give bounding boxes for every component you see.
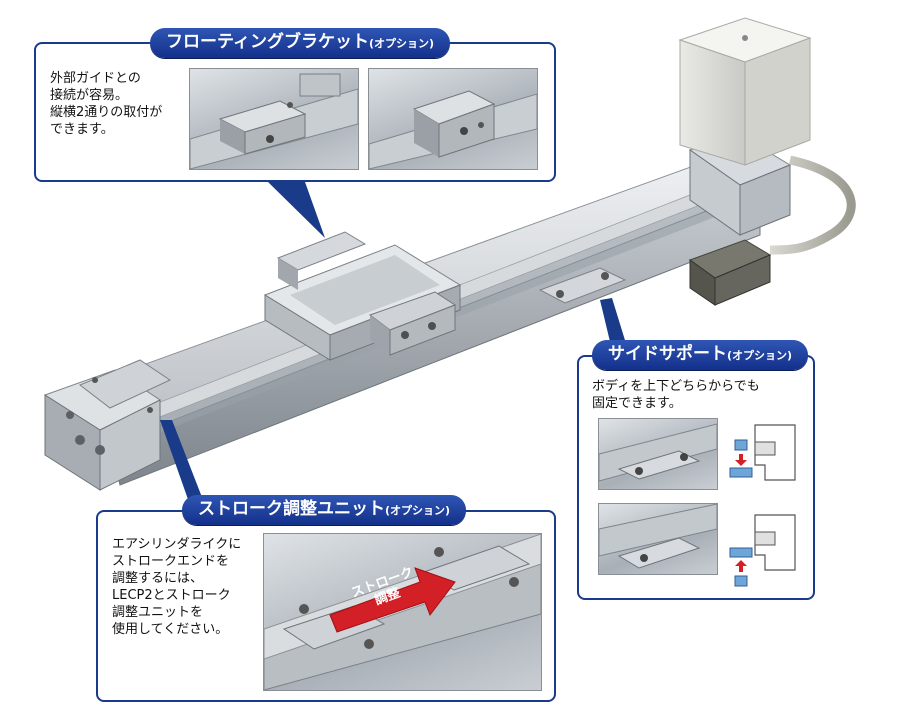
floating-bracket-title-suffix: (オプション) — [368, 37, 435, 50]
stroke-unit-title: ストローク調整ユニット(オプション) — [182, 495, 467, 525]
stroke-unit-desc-line: ストロークエンドを — [112, 554, 230, 569]
stroke-unit-description: エアシリンダライクに ストロークエンドを 調整するには、 LECP2とストローク… — [112, 536, 241, 638]
stroke-unit-desc-line: LECP2とストローク — [112, 588, 231, 603]
side-support-photo-1-drawing — [599, 423, 717, 482]
side-support-diagram-bottom — [729, 514, 796, 587]
stroke-unit-title-suffix: (オプション) — [385, 504, 451, 517]
stroke-unit-desc-line: 使用してください。 — [112, 622, 229, 637]
floating-bracket-desc-line: できます。 — [50, 122, 114, 137]
stroke-unit-desc-line: 調整するには、 — [112, 571, 204, 586]
side-support-photo-top — [598, 418, 718, 490]
side-support-title: サイドサポート(オプション) — [592, 340, 809, 370]
floating-bracket-photo-horizontal — [189, 68, 359, 170]
side-support-photo-2-drawing — [599, 504, 717, 569]
side-support-desc-line: ボディを上下どちらからでも — [592, 379, 760, 394]
floating-bracket-desc-line: 縦横2通りの取付が — [50, 105, 163, 120]
side-support-photo-bottom — [598, 503, 718, 575]
floating-bracket-desc-line: 接続が容易。 — [50, 88, 129, 103]
side-support-description: ボディを上下どちらからでも 固定できます。 — [592, 378, 760, 412]
stroke-unit-title-text: ストローク調整ユニット — [198, 499, 385, 519]
side-support-title-text: サイドサポート — [608, 344, 727, 364]
down-arrow-icon — [735, 454, 747, 466]
floating-bracket-photo-1-drawing — [190, 73, 358, 169]
side-support-title-suffix: (オプション) — [727, 349, 793, 362]
floating-bracket-title-text: フローティングブラケット — [166, 32, 369, 52]
floating-bracket-photo-2-drawing — [369, 90, 537, 169]
stroke-unit-desc-line: 調整ユニットを — [112, 605, 204, 620]
floating-bracket-title: フローティングブラケット(オプション) — [150, 28, 451, 58]
stroke-adjust-arrow-icon — [329, 567, 456, 633]
side-support-diagram-top — [729, 424, 796, 481]
floating-bracket-photo-vertical — [368, 68, 538, 170]
side-support-desc-line: 固定できます。 — [592, 396, 682, 411]
stroke-unit-desc-line: エアシリンダライクに — [112, 537, 242, 552]
floating-bracket-description: 外部ガイドとの 接続が容易。 縦横2通りの取付が できます。 — [50, 70, 162, 138]
up-arrow-icon — [735, 560, 747, 572]
floating-bracket-desc-line: 外部ガイドとの — [50, 71, 141, 86]
